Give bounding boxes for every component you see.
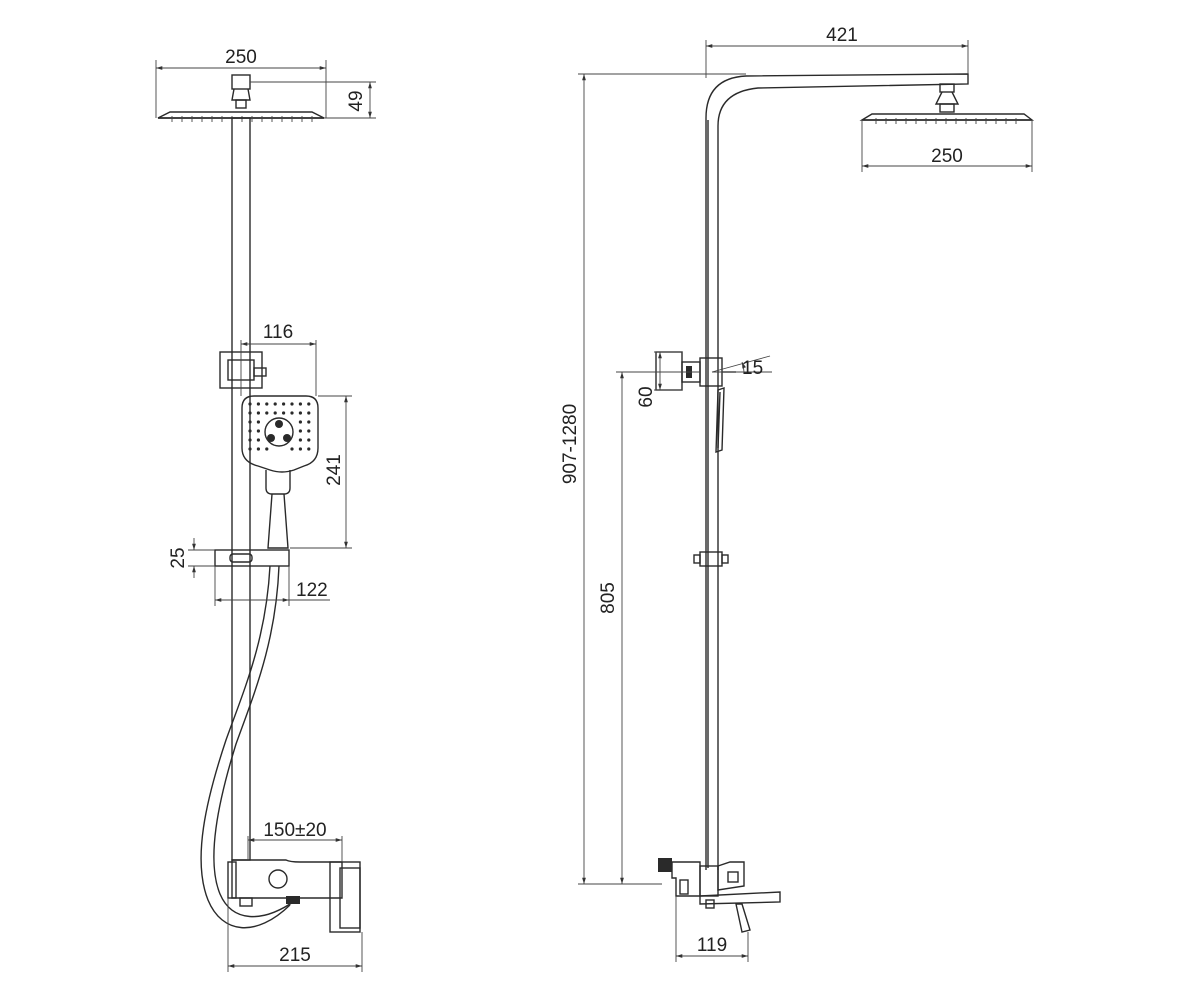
- dim-holder-offset: 60: [636, 386, 657, 407]
- front-hand-shower-holder: [219, 351, 267, 389]
- side-view: 421 250 907-1280 60 805 15: [560, 25, 1035, 962]
- front-head-nozzles: [171, 116, 313, 122]
- side-hand-shower-holder: [655, 351, 736, 391]
- side-hand-shower: [715, 387, 725, 453]
- side-slider: [693, 551, 729, 567]
- dim-holder-width: 116: [263, 322, 293, 343]
- dim-holder-angle: 15: [742, 358, 763, 379]
- front-hose: [200, 565, 297, 929]
- side-overhead-shower-head: [859, 83, 1035, 124]
- dim-mixer-width: 215: [279, 945, 311, 966]
- side-mixer: [658, 858, 781, 933]
- dim-arm-length: 421: [826, 25, 858, 46]
- dim-hand-shower-height: 241: [324, 454, 345, 486]
- front-hand-shower: [241, 395, 319, 549]
- dim-left-head-height: 49: [346, 90, 367, 111]
- front-view: 250 49 116 241 25: [155, 47, 376, 972]
- hand-shower-spray-holes: [248, 402, 311, 451]
- dim-shelf-height: 25: [168, 547, 189, 568]
- dim-shelf-width: 122: [296, 580, 328, 601]
- dim-left-head-width: 250: [225, 47, 257, 68]
- side-head-nozzles: [875, 118, 1017, 124]
- dim-inlet-spacing: 150±20: [263, 820, 326, 841]
- front-mixer: [227, 859, 361, 933]
- front-shelf: [214, 549, 290, 567]
- dim-overall-height: 907-1280: [560, 404, 581, 484]
- front-dimensions: 250 49 116 241 25: [155, 47, 376, 972]
- side-dimensions: 421 250 907-1280 60 805 15: [560, 25, 1033, 962]
- dim-mixer-depth: 119: [697, 935, 727, 956]
- side-riser-arm: [705, 73, 969, 870]
- dim-right-head-width: 250: [931, 146, 963, 167]
- dim-mixer-height: 805: [598, 582, 619, 614]
